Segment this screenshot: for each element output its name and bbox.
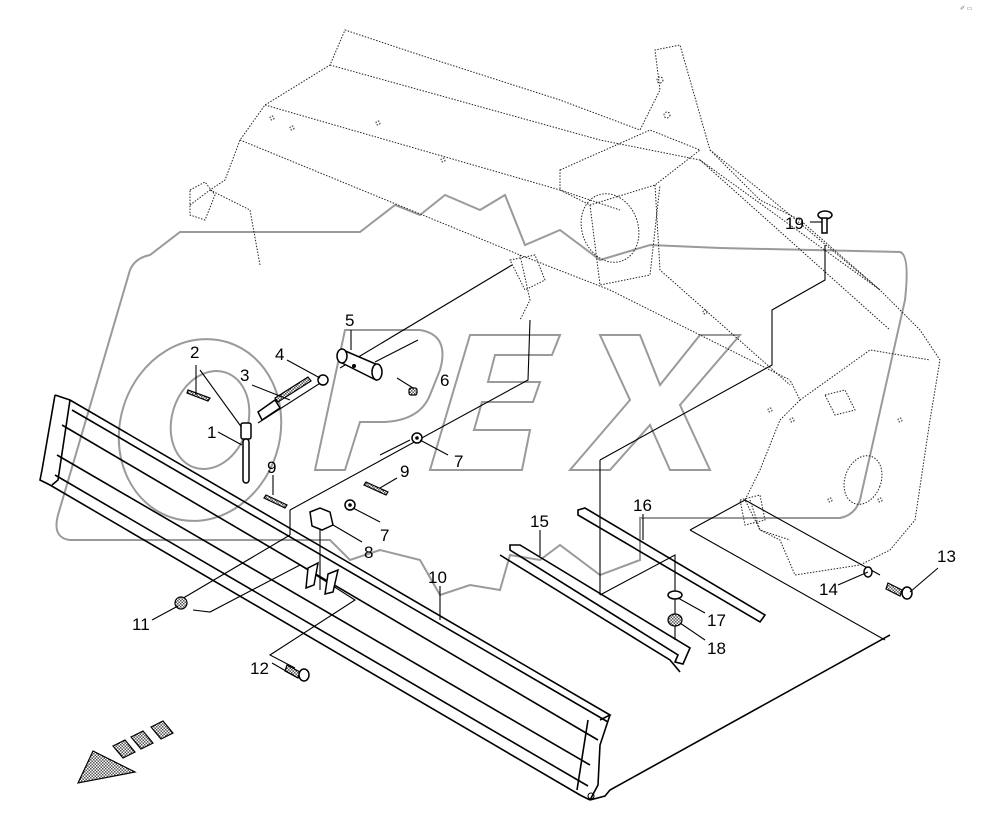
corner-mark: ✐ ▭ (960, 5, 973, 12)
part-18-nut (667, 613, 683, 627)
part-8-bracket (309, 507, 334, 531)
part-5-sleeve (336, 348, 383, 382)
part-6-grease-nipple (408, 387, 418, 396)
part-2-split-pin (186, 389, 211, 402)
callout-2: 2 (190, 343, 199, 362)
callout-7-lower: 7 (380, 526, 389, 545)
callout-leaders (151, 221, 939, 679)
callout-9-left: 9 (267, 458, 276, 477)
callout-15: 15 (530, 512, 549, 531)
callout-14: 14 (819, 580, 838, 599)
callout-8: 8 (364, 543, 373, 562)
callout-4: 4 (275, 345, 284, 364)
direction-arrow-icon (76, 720, 174, 784)
part-17-washer (667, 590, 683, 600)
part-13-bolt (885, 582, 913, 600)
watermark-opex (55, 193, 908, 597)
gearbox-housing (189, 29, 941, 576)
callout-18: 18 (707, 639, 726, 658)
callout-9-right: 9 (400, 462, 409, 481)
callout-19: 19 (785, 214, 804, 233)
part-19-carriage-bolt (817, 210, 833, 234)
part-9-roll-pin-left (263, 494, 288, 509)
strips (499, 507, 767, 673)
callout-1: 1 (207, 423, 216, 442)
part-1-clevis-pin (240, 422, 252, 484)
callout-labels: 2 1 3 4 5 6 7 7 8 9 9 10 11 12 13 14 15 … (132, 214, 956, 678)
callout-12: 12 (250, 659, 269, 678)
deflector-plate (39, 394, 891, 801)
callout-10: 10 (428, 568, 447, 587)
part-3-threaded-rod (257, 376, 312, 422)
callout-17: 17 (707, 611, 726, 630)
callout-3: 3 (240, 366, 249, 385)
small-parts (174, 210, 913, 682)
assembly-lines (179, 245, 886, 669)
callout-7-upper: 7 (454, 452, 463, 471)
callout-11: 11 (132, 615, 150, 634)
callout-13: 13 (937, 547, 956, 566)
callout-6: 6 (440, 371, 449, 390)
part-12-bolt (284, 664, 310, 682)
part-9-roll-pin-right (363, 481, 389, 496)
part-4-nut (317, 374, 329, 386)
callout-5: 5 (345, 311, 354, 330)
callout-16: 16 (633, 496, 652, 515)
